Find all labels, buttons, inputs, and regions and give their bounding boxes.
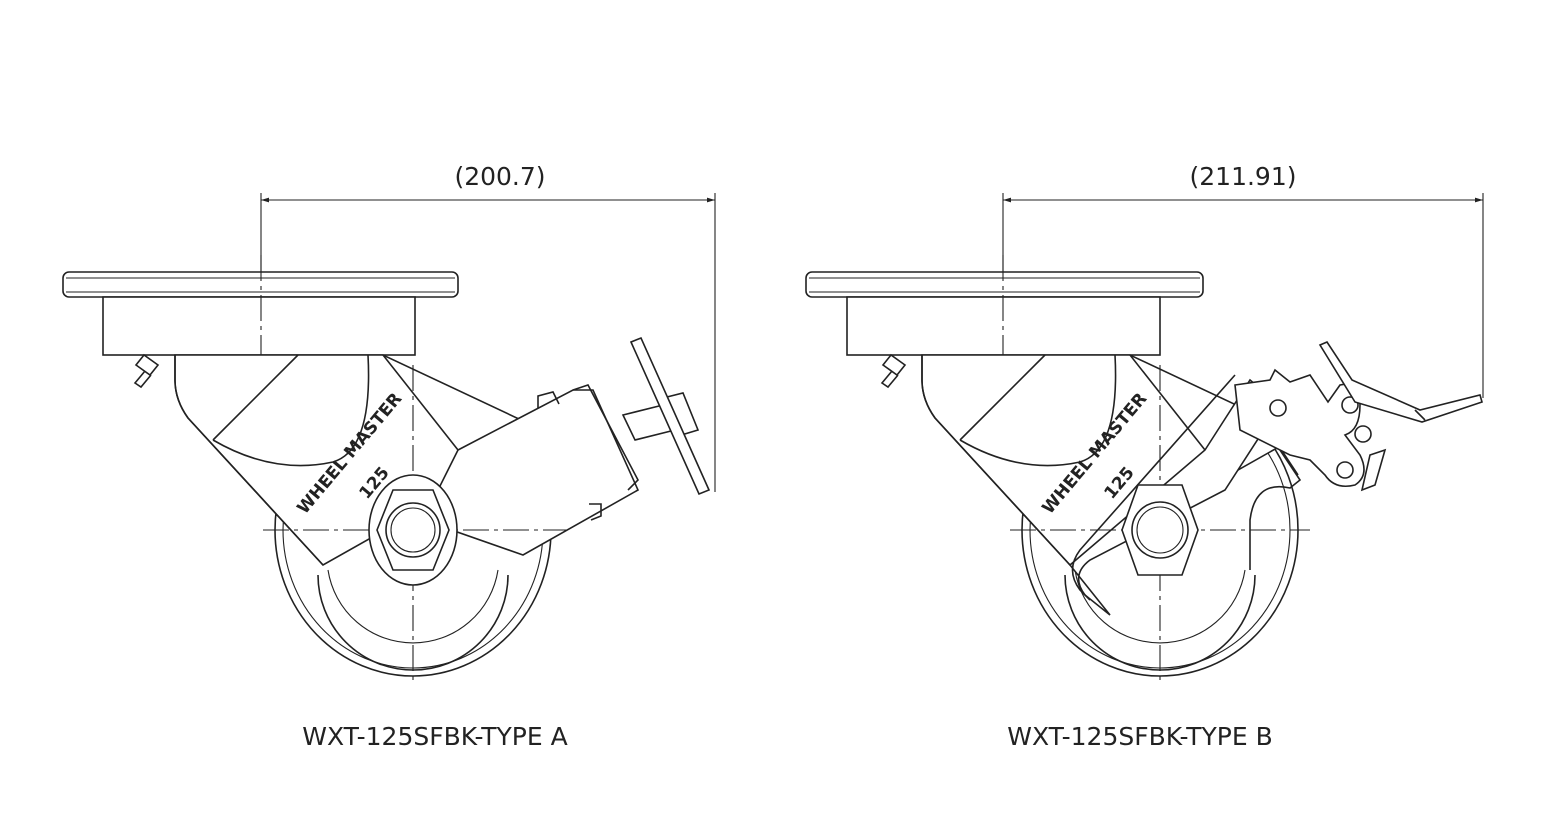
mount-block	[102, 296, 416, 356]
dimension-text: (211.91)	[1190, 162, 1297, 191]
caster-type-a: (200.7) WHEEL MASTER 125 WXT-125SFBK-TYP…	[62, 162, 716, 751]
axle-nut-icon	[1121, 484, 1199, 576]
wheel	[134, 336, 711, 682]
axle-nut-icon	[376, 489, 450, 571]
caster-type-b: (211.91) WHEEL MASTER 125	[805, 162, 1484, 751]
wheel	[881, 341, 1483, 682]
top-plate	[805, 271, 1204, 298]
dimension-text: (200.7)	[454, 162, 545, 191]
drawing-label: WXT-125SFBK-TYPE A	[302, 722, 567, 751]
drawing-label: WXT-125SFBK-TYPE B	[1007, 722, 1273, 751]
